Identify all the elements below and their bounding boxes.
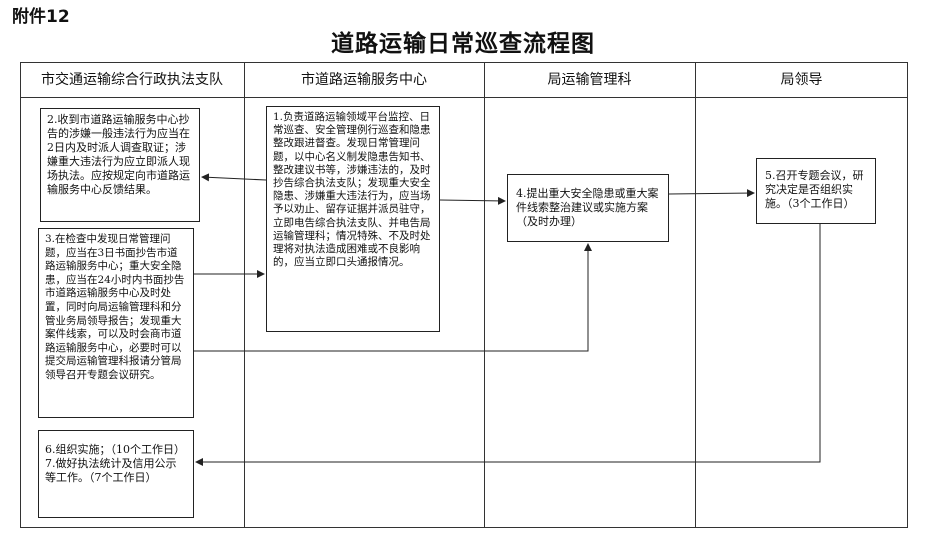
step-5-box: 5.召开专题会议，研究决定是否组织实施。（3个工作日） — [756, 158, 876, 224]
step-1-box: 1.负责道路运输领域平台监控、日常巡查、安全管理例行巡查和隐患整改跟进督查。发现… — [266, 106, 440, 332]
arrow-1-to-4 — [439, 196, 506, 205]
column-header-service-center: 市道路运输服务中心 — [244, 62, 484, 98]
step-6-text: 6.组织实施；（10个工作日） — [45, 443, 185, 456]
step-4-box: 4.提出重大安全隐患或重大案件线索整治建议或实施方案（及时办理） — [507, 174, 669, 242]
swimlane-frame — [20, 62, 908, 528]
lane-divider — [484, 62, 485, 528]
step-2-box: 2.收到市道路运输服务中心抄告的涉嫌一般违法行为应当在2日内及时派人调查取证；涉… — [40, 108, 200, 222]
lane-divider — [695, 62, 696, 528]
step-3-box: 3.在检查中发现日常管理问题，应当在3日书面抄告市道路运输服务中心；重大安全隐患… — [38, 228, 194, 418]
lane-divider — [244, 62, 245, 528]
step-6-7-box: 6.组织实施；（10个工作日） 7.做好执法统计及信用公示等工作。（7个工作日） — [38, 430, 194, 518]
column-header-transport-management: 局运输管理科 — [484, 62, 695, 98]
arrow-3-to-4 — [194, 243, 592, 352]
attachment-label: 附件12 — [12, 7, 70, 27]
page-title: 道路运输日常巡查流程图 — [331, 30, 595, 57]
arrow-1-to-2 — [201, 173, 267, 182]
arrow-5-to-6 — [195, 224, 821, 466]
arrow-4-to-5 — [668, 189, 755, 198]
column-header-bureau-leadership: 局领导 — [695, 62, 908, 98]
step-7-text: 7.做好执法统计及信用公示等工作。（7个工作日） — [45, 457, 177, 484]
column-header-law-enforcement: 市交通运输综合行政执法支队 — [20, 62, 244, 98]
